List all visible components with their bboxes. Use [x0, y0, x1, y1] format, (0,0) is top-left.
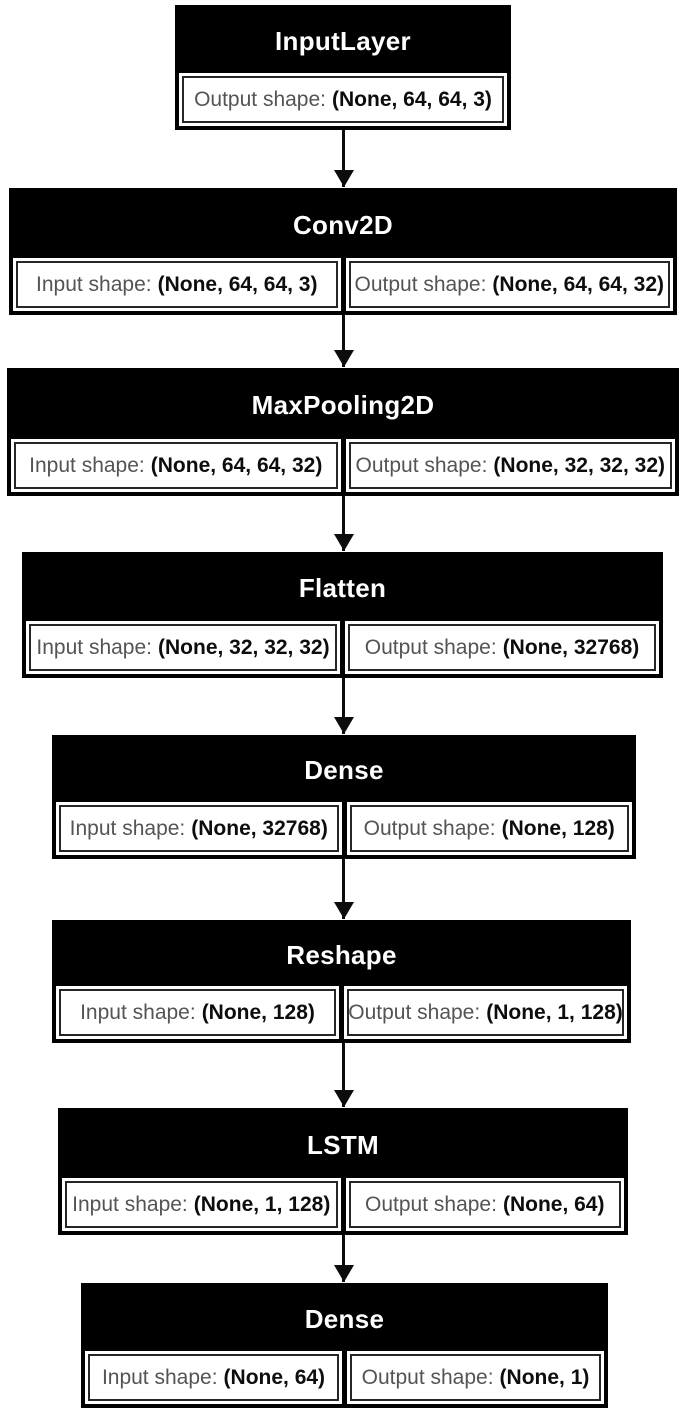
arrow-head-icon [333, 902, 354, 919]
layer-name: Conv2D [292, 209, 394, 240]
layer-node-lstm: LSTM Input shape: (None, 1, 128) Output … [58, 1108, 628, 1235]
arrow-head-icon [333, 1090, 354, 1107]
shape-label: Output shape: [363, 816, 496, 840]
flow-arrow [333, 130, 354, 187]
output-shape-cell: Output shape: (None, 64, 64, 32) [345, 258, 673, 311]
shape-label: Output shape: [355, 453, 488, 477]
flow-arrow [333, 678, 354, 734]
flow-arrow [333, 1235, 354, 1282]
shape-value: (None, 64, 64, 3) [157, 272, 318, 296]
shape-value: (None, 32768) [502, 635, 640, 659]
layer-node-dense-1: Dense Input shape: (None, 32768) Output … [52, 735, 636, 859]
output-shape-cell: Output shape: (None, 1) [347, 1351, 604, 1404]
layer-name: Dense [304, 1303, 385, 1334]
shape-label: Input shape: [72, 1192, 188, 1216]
shape-value: (None, 1) [499, 1365, 590, 1389]
layer-name: Dense [304, 755, 384, 785]
shape-value: (None, 64, 64, 32) [492, 272, 664, 296]
flow-arrow [333, 1043, 354, 1107]
shape-value: (None, 64) [223, 1365, 326, 1389]
output-shape-cell: Output shape: (None, 32, 32, 32) [345, 439, 675, 492]
layer-name: InputLayer [275, 25, 411, 56]
layer-node-dense-2: Dense Input shape: (None, 64) Output sha… [81, 1283, 608, 1408]
input-shape-cell: Input shape: (None, 1, 128) [62, 1178, 341, 1231]
input-shape-cell: Input shape: (None, 64, 64, 3) [13, 258, 341, 311]
input-shape-cell: Input shape: (None, 64, 64, 32) [11, 439, 341, 492]
shape-text: Input shape: (None, 64, 64, 3) [16, 261, 338, 308]
shape-label: Output shape: [194, 87, 327, 111]
layer-node-reshape: Reshape Input shape: (None, 128) Output … [52, 920, 631, 1043]
output-shape-cell: Output shape: (None, 64) [345, 1178, 624, 1231]
shape-label: Input shape: [101, 1365, 218, 1389]
shape-value: (None, 128) [201, 1000, 315, 1024]
shape-text: Output shape: (None, 1, 128) [347, 989, 624, 1036]
input-shape-cell: Input shape: (None, 128) [56, 986, 339, 1039]
flow-arrow [333, 859, 354, 919]
shape-text: Output shape: (None, 1) [350, 1354, 601, 1401]
shape-text: Input shape: (None, 32768) [59, 805, 339, 852]
layer-name: LSTM [307, 1129, 379, 1160]
shape-label: Output shape: [365, 1192, 497, 1216]
shape-text: Output shape: (None, 128) [349, 805, 629, 852]
input-shape-cell: Input shape: (None, 64) [85, 1351, 342, 1404]
arrow-head-icon [333, 1265, 354, 1282]
shape-label: Output shape: [364, 635, 497, 659]
output-shape-cell: Output shape: (None, 1, 128) [344, 986, 627, 1039]
shape-value: (None, 1, 128) [486, 1000, 623, 1024]
input-shape-cell: Input shape: (None, 32768) [56, 802, 342, 855]
arrow-head-icon [333, 717, 354, 734]
shape-label: Output shape: [354, 272, 487, 296]
layer-node-flatten: Flatten Input shape: (None, 32, 32, 32) … [22, 552, 663, 678]
shape-label: Input shape: [36, 272, 152, 296]
shape-value: (None, 64) [502, 1192, 605, 1216]
layer-node-conv2d: Conv2D Input shape: (None, 64, 64, 3) Ou… [9, 188, 677, 315]
layer-shape-row: Input shape: (None, 32768) Output shape:… [56, 802, 632, 855]
shape-value: (None, 128) [501, 816, 615, 840]
shape-label: Input shape: [69, 816, 186, 840]
shape-text: Output shape: (None, 64) [348, 1181, 621, 1228]
input-shape-cell: Input shape: (None, 32, 32, 32) [26, 621, 340, 674]
arrow-head-icon [333, 170, 354, 187]
shape-label: Input shape: [29, 453, 145, 477]
output-shape-cell: Output shape: (None, 64, 64, 3) [179, 73, 507, 126]
arrow-head-icon [333, 350, 354, 367]
output-shape-cell: Output shape: (None, 128) [346, 802, 632, 855]
flow-arrow [333, 315, 354, 367]
layer-node-inputlayer: InputLayer Output shape: (None, 64, 64, … [175, 5, 511, 130]
shape-text: Output shape: (None, 64, 64, 3) [182, 76, 504, 123]
shape-label: Input shape: [80, 1000, 196, 1024]
layer-node-maxpooling2d: MaxPooling2D Input shape: (None, 64, 64,… [7, 368, 679, 496]
shape-value: (None, 1, 128) [193, 1192, 331, 1216]
layer-shape-row: Input shape: (None, 128) Output shape: (… [56, 986, 627, 1039]
layer-shape-row: Input shape: (None, 64, 64, 3) Output sh… [13, 258, 673, 311]
layer-name: MaxPooling2D [251, 390, 435, 420]
shape-text: Input shape: (None, 128) [59, 989, 336, 1036]
shape-text: Input shape: (None, 64, 64, 32) [14, 442, 338, 489]
shape-text: Input shape: (None, 64) [88, 1354, 339, 1401]
shape-value: (None, 32768) [191, 816, 328, 840]
layer-name: Flatten [298, 573, 387, 603]
flow-arrow [333, 496, 354, 551]
layer-shape-row: Input shape: (None, 64, 64, 32) Output s… [11, 439, 675, 492]
layer-shape-row: Input shape: (None, 1, 128) Output shape… [62, 1178, 624, 1231]
shape-label: Output shape: [348, 1000, 481, 1024]
shape-label: Output shape: [361, 1365, 494, 1389]
shape-text: Input shape: (None, 32, 32, 32) [29, 624, 337, 671]
layer-shape-row: Input shape: (None, 64) Output shape: (N… [85, 1351, 604, 1404]
shape-value: (None, 64, 64, 32) [150, 453, 323, 477]
layer-name: Reshape [286, 939, 397, 970]
shape-value: (None, 32, 32, 32) [493, 453, 665, 477]
shape-text: Output shape: (None, 32768) [348, 624, 656, 671]
shape-text: Output shape: (None, 32, 32, 32) [348, 442, 672, 489]
shape-text: Input shape: (None, 1, 128) [65, 1181, 338, 1228]
shape-label: Input shape: [36, 635, 152, 659]
output-shape-cell: Output shape: (None, 32768) [345, 621, 659, 674]
shape-value: (None, 32, 32, 32) [158, 635, 330, 659]
shape-value: (None, 64, 64, 3) [332, 87, 492, 111]
layer-shape-row: Output shape: (None, 64, 64, 3) [179, 73, 507, 126]
arrow-head-icon [333, 534, 354, 551]
shape-text: Output shape: (None, 64, 64, 32) [348, 261, 670, 308]
layer-shape-row: Input shape: (None, 32, 32, 32) Output s… [26, 621, 659, 674]
